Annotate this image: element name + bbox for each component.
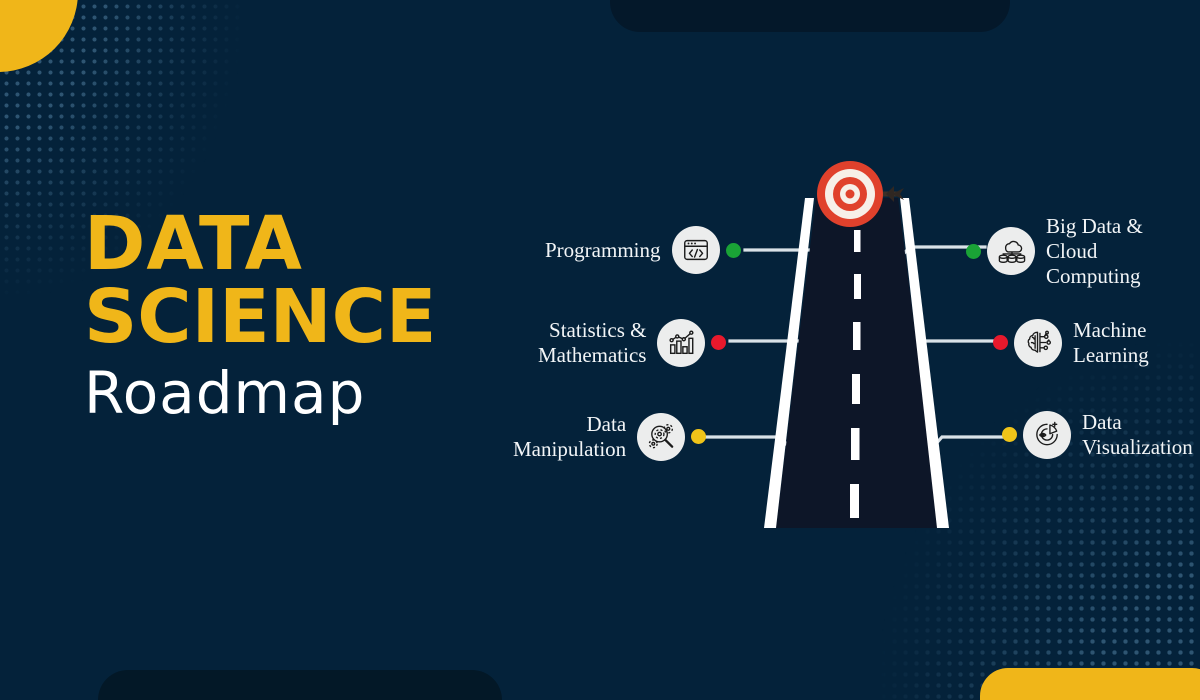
bar-chart-icon [657,318,706,367]
node-big-data-cloud[interactable]: Big Data & Cloud Computing [966,214,1143,288]
yellow-circle-decoration [0,0,78,72]
node-label-data-visualization: Data Visualization [1082,410,1193,459]
node-dot-big-data [966,243,981,259]
road-surface [776,198,940,528]
dark-rounded-bar-bottom [98,670,502,700]
title-block: DATA SCIENCE Roadmap [84,201,504,428]
node-dot-data-visualization [1002,427,1017,443]
title-line-two: SCIENCE [84,273,437,360]
node-dot-machine-learning [993,335,1008,351]
node-label-programming: Programming [545,237,661,262]
magnifier-gears-icon [637,412,686,461]
poster-subtitle: Roadmap [84,359,366,428]
donut-chart-eye-icon [1023,410,1071,459]
title-line-one: DATA [84,201,303,287]
road-center-dashes [850,230,861,518]
node-dot-statistics [711,335,727,351]
node-data-visualization[interactable]: Data Visualization [1002,410,1193,460]
node-dot-data-manipulation [691,429,707,445]
node-label-statistics: Statistics & Mathematics [538,318,647,367]
road-graphic [740,150,990,550]
cloud-database-icon [987,227,1035,276]
node-label-data-manipulation: Data Manipulation [513,412,627,461]
node-label-big-data: Big Data & Cloud Computing [1046,214,1143,288]
node-data-manipulation[interactable]: Data Manipulation [513,412,707,462]
road-edge-left [764,198,814,528]
node-programming[interactable]: Programming [545,226,741,274]
yellow-rounded-bar-bottom-right [980,668,1200,700]
road-edge-right [900,198,949,528]
node-dot-programming [725,242,741,258]
node-machine-learning[interactable]: Machine Learning [993,318,1149,368]
brain-circuit-icon [1014,318,1062,367]
code-window-icon [671,226,720,274]
target-bullseye-icon [817,161,904,227]
dark-rounded-bar-top [610,0,1010,32]
node-label-machine-learning: Machine Learning [1073,318,1149,367]
node-statistics[interactable]: Statistics & Mathematics [538,318,727,368]
